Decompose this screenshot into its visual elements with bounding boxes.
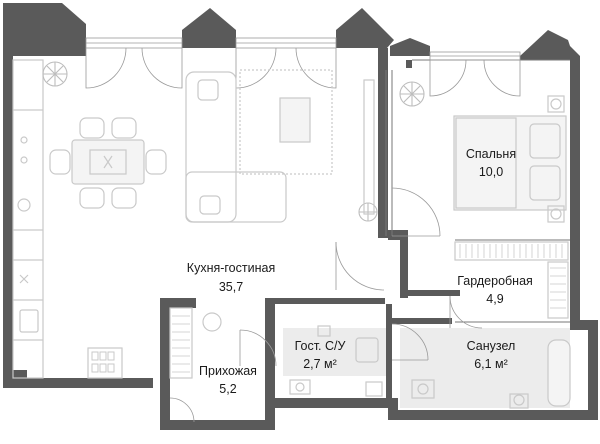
- ceiling-lamp-icon: [202, 312, 222, 332]
- room-labels: Кухня-гостиная 35,7 Спальня 10,0 Гардеро…: [187, 147, 533, 396]
- wardrobe-name: Гардеробная: [457, 274, 533, 288]
- sofa: [185, 71, 287, 223]
- bathroom-floor: [400, 328, 570, 408]
- hall-closet: [169, 307, 193, 379]
- guest-wc-name: Гост. С/У: [295, 339, 346, 353]
- wardrobe-rack: [454, 241, 569, 319]
- bed: [453, 95, 567, 223]
- wardrobe-area: 4,9: [486, 292, 503, 306]
- bathroom-fixtures: [411, 339, 571, 409]
- stove: [87, 347, 123, 379]
- tv-stand: [363, 79, 375, 215]
- bedroom-name: Спальня: [466, 147, 516, 161]
- interior-doors: [169, 187, 483, 423]
- coffee-table: [279, 97, 311, 143]
- bathroom-area: 6,1 м²: [474, 357, 508, 371]
- kitchen-counter: [12, 59, 44, 379]
- hall-name: Прихожая: [199, 364, 257, 378]
- bedroom-area: 10,0: [479, 165, 503, 179]
- plant-icon: [42, 61, 68, 87]
- bathroom-name: Санузел: [467, 339, 516, 353]
- living-room-area: 35,7: [219, 280, 243, 294]
- windows: [85, 37, 521, 61]
- guest-wc-area: 2,7 м²: [303, 357, 337, 371]
- guest-wc-floor: [283, 328, 386, 376]
- guest-wc-fixtures: [289, 325, 383, 397]
- hall-area: 5,2: [219, 382, 236, 396]
- balcony-doors: [85, 47, 521, 97]
- plant-icon: [399, 81, 425, 107]
- rug: [239, 69, 333, 175]
- living-room-name: Кухня-гостиная: [187, 261, 275, 275]
- dining-table: [49, 117, 167, 209]
- walls: [3, 3, 598, 430]
